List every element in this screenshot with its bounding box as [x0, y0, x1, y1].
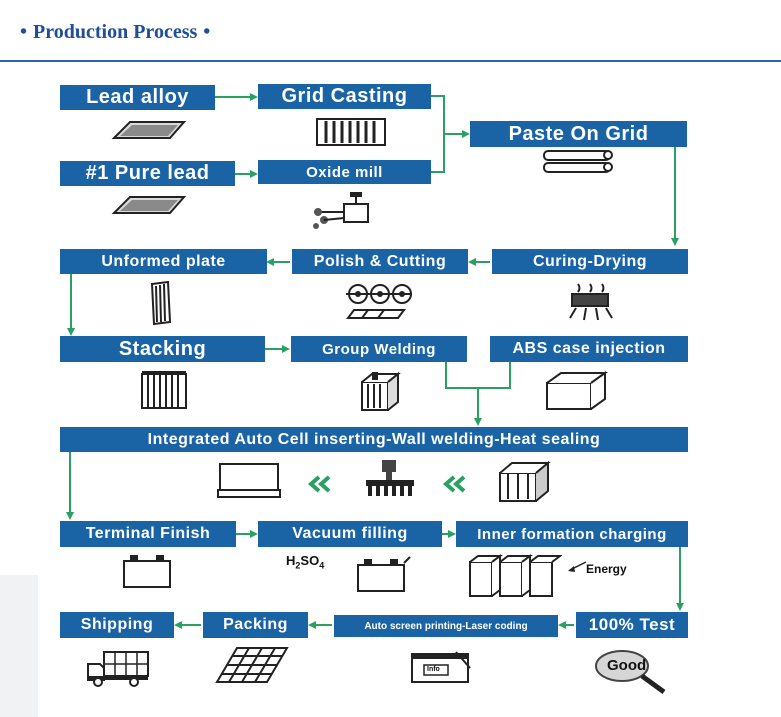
cell-inserter-icon [496, 459, 554, 503]
energy-pointer-icon [566, 558, 588, 574]
truck-icon [86, 648, 150, 688]
cutting-rollers-icon [344, 280, 414, 320]
info-label-card-icon [408, 648, 472, 686]
step-paste-on-grid: Paste On Grid [470, 121, 687, 147]
heat-sealer-icon [216, 462, 284, 500]
lead-ingot-icon [108, 116, 188, 144]
arrow-to-paste [431, 95, 468, 173]
energy-label: Energy [586, 562, 627, 576]
packed-boxes-icon [213, 644, 291, 686]
side-panel [0, 575, 38, 717]
step-vacuum-filling: Vacuum filling [258, 521, 442, 547]
step-auto-screen: Auto screen printing-Laser coding [334, 615, 558, 637]
wall-welder-icon [362, 458, 418, 500]
roller-icon [542, 149, 616, 175]
pure-lead-ingot-icon [108, 191, 188, 219]
title-bullet-left: • [20, 20, 28, 43]
abs-case-icon [543, 369, 609, 411]
good-label: Good [607, 657, 647, 674]
curing-heater-icon [564, 282, 616, 322]
page-title: • Production Process • [14, 20, 216, 44]
step-grid-casting: Grid Casting [258, 84, 431, 109]
plate-icon [146, 280, 176, 326]
oxide-mill-icon [310, 190, 374, 230]
step-stacking: Stacking [60, 336, 265, 362]
step-integrated: Integrated Auto Cell inserting-Wall weld… [60, 427, 688, 452]
step-oxide-mill: Oxide mill [258, 160, 431, 184]
cells-charging-icon [466, 552, 562, 598]
step-100-test: 100% Test [576, 612, 688, 638]
grid-mold-icon [314, 115, 388, 149]
step-shipping: Shipping [60, 612, 174, 638]
step-curing-drying: Curing-Drying [492, 249, 688, 274]
filling-battery-icon [352, 553, 412, 593]
step-unformed-plate: Unformed plate [60, 249, 267, 274]
battery-icon [120, 553, 174, 589]
h2so4-h: H [286, 553, 296, 568]
info-label: Info [427, 666, 440, 673]
h2so4-label: H2SO4 [286, 553, 324, 571]
step-group-welding: Group Welding [291, 336, 467, 362]
step-pure-lead: #1 Pure lead [60, 161, 235, 186]
welded-group-icon [358, 370, 404, 412]
good-magnifier-icon [592, 648, 672, 696]
arrow-to-integrated [445, 362, 511, 424]
h2so4-sub4: 4 [319, 560, 325, 571]
title-text: Production Process [33, 20, 198, 43]
step-lead-alloy: Lead alloy [60, 85, 215, 110]
step-packing: Packing [203, 612, 308, 638]
chevron-left-1-icon [305, 474, 335, 494]
step-abs-case-injection: ABS case injection [490, 336, 688, 362]
stacked-plates-icon [139, 370, 189, 412]
step-inner-formation: Inner formation charging [456, 521, 688, 547]
header-divider [0, 60, 781, 62]
title-bullet-right: • [203, 20, 211, 43]
h2so4-sub2: 2 [295, 560, 301, 571]
step-terminal-finish: Terminal Finish [60, 521, 236, 547]
step-polish-cutting: Polish & Cutting [292, 249, 468, 274]
h2so4-so: SO [300, 553, 320, 568]
chevron-left-2-icon [440, 474, 470, 494]
